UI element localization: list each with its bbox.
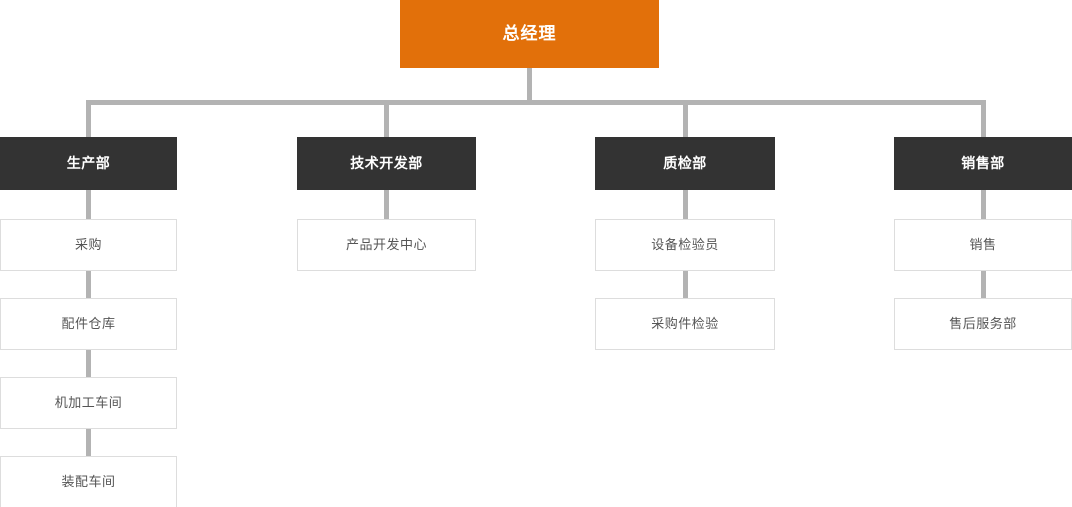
connector-drop-4-1 [981,190,986,219]
sub-box-4-2[interactable]: 售后服务部 [894,298,1072,350]
connector-bus [86,100,986,105]
sub-box-1-3[interactable]: 机加工车间 [0,377,177,429]
sub-box-3-1[interactable]: 设备检验员 [595,219,775,271]
connector-drop-1-2 [86,271,91,298]
connector-drop-dept-4 [981,100,986,137]
dept-box-4[interactable]: 销售部 [894,137,1072,190]
dept-box-1[interactable]: 生产部 [0,137,177,190]
sub-box-1-1[interactable]: 采购 [0,219,177,271]
sub-box-3-2[interactable]: 采购件检验 [595,298,775,350]
dept-box-2[interactable]: 技术开发部 [297,137,476,190]
connector-drop-3-2 [683,271,688,298]
connector-drop-2-1 [384,190,389,219]
connector-drop-4-2 [981,271,986,298]
connector-root-stem [527,68,532,105]
sub-box-4-1[interactable]: 销售 [894,219,1072,271]
connector-drop-1-4 [86,429,91,456]
connector-drop-3-1 [683,190,688,219]
sub-box-1-2[interactable]: 配件仓库 [0,298,177,350]
connector-drop-1-3 [86,350,91,377]
dept-box-3[interactable]: 质检部 [595,137,775,190]
connector-drop-dept-1 [86,100,91,137]
sub-box-1-4[interactable]: 装配车间 [0,456,177,507]
connector-drop-dept-3 [683,100,688,137]
sub-box-2-1[interactable]: 产品开发中心 [297,219,476,271]
root-box[interactable]: 总经理 [400,0,659,68]
connector-drop-1-1 [86,190,91,219]
connector-drop-dept-2 [384,100,389,137]
